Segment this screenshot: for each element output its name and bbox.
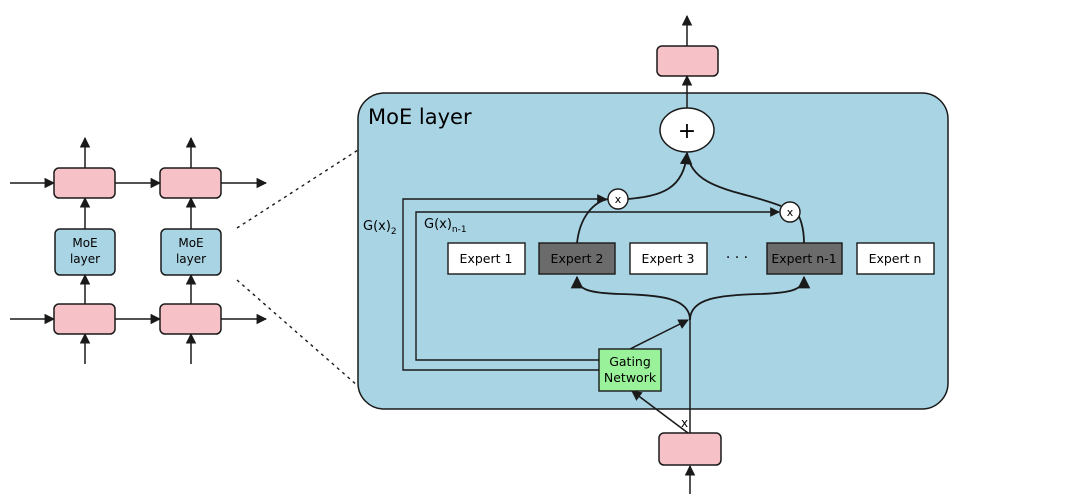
output-block (656, 45, 719, 77)
zoom-line-top (236, 149, 359, 229)
left-block-bottom-2 (159, 303, 222, 335)
expert-box-1 (447, 242, 526, 275)
left-moe-label-2a: MoE (178, 236, 203, 250)
expert-box-n1 (766, 242, 843, 275)
expert-label-3: Expert 3 (642, 251, 695, 266)
expert-label-n1: Expert n-1 (771, 251, 836, 266)
route-to-expert2-curve (570, 275, 691, 321)
left-overview (10, 136, 268, 364)
gating-label-1: Gating (609, 354, 651, 369)
expert-label-1: Expert 1 (460, 251, 513, 266)
left-moe-block-1 (54, 228, 116, 276)
gate-label-gn1: G(x)n-1 (424, 217, 467, 235)
input-to-gating-arrow (631, 390, 689, 434)
left-block-bottom-1 (53, 303, 116, 335)
expert-box-n (856, 242, 935, 275)
gating-label-2: Network (604, 370, 657, 385)
expert-box-2 (538, 242, 616, 275)
expert-box-3 (629, 242, 708, 275)
multiply-node-1 (607, 188, 629, 210)
route-to-expertn1-curve (689, 275, 811, 321)
experts-row: Expert 1 Expert 2 Expert 3 · · · Expert … (447, 242, 935, 275)
expert-label-2: Expert 2 (551, 251, 604, 266)
multiply-symbol-1: x (615, 193, 622, 206)
experts-ellipsis: · · · (726, 250, 748, 266)
zoom-line-bottom (236, 279, 359, 387)
left-moe-label-1a: MoE (72, 236, 97, 250)
input-x-label: x (681, 416, 688, 430)
moe-layer-title: MoE layer (368, 105, 472, 129)
gate-label-g2: G(x)2 (363, 219, 397, 237)
left-moe-label-2b: layer (176, 252, 206, 266)
input-block (658, 432, 722, 466)
left-moe-block-2 (160, 228, 222, 276)
multiply-node-2 (779, 201, 801, 223)
multiply-symbol-2: x (787, 206, 794, 219)
sum-symbol: + (678, 119, 696, 144)
mult2-to-sum-curve (686, 152, 782, 207)
gate-line-gn1 (415, 207, 780, 361)
gate-line-g2 (402, 194, 607, 371)
left-moe-label-1b: layer (70, 252, 100, 266)
gating-network-box (598, 348, 662, 392)
expert-label-n: Expert n (869, 251, 922, 266)
left-block-top-2 (159, 167, 222, 199)
gating-to-route-arrow (629, 319, 689, 350)
mult1-to-sum-curve (627, 151, 693, 200)
left-block-top-1 (53, 167, 116, 199)
